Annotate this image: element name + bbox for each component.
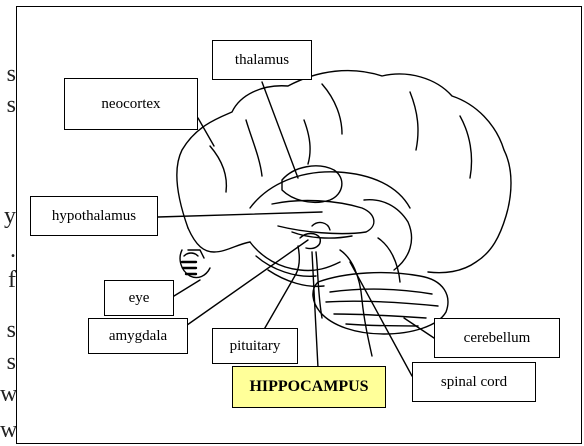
label-neocortex: neocortex: [64, 78, 198, 130]
label-cerebellum: cerebellum: [434, 318, 560, 358]
label-pituitary: pituitary: [212, 328, 298, 364]
label-thalamus: thalamus: [212, 40, 312, 80]
label-amygdala: amygdala: [88, 318, 188, 354]
label-eye: eye: [104, 280, 174, 316]
label-hypothalamus: hypothalamus: [30, 196, 158, 236]
label-hippocampus: HIPPOCAMPUS: [232, 366, 386, 408]
label-spinal-cord: spinal cord: [412, 362, 536, 402]
